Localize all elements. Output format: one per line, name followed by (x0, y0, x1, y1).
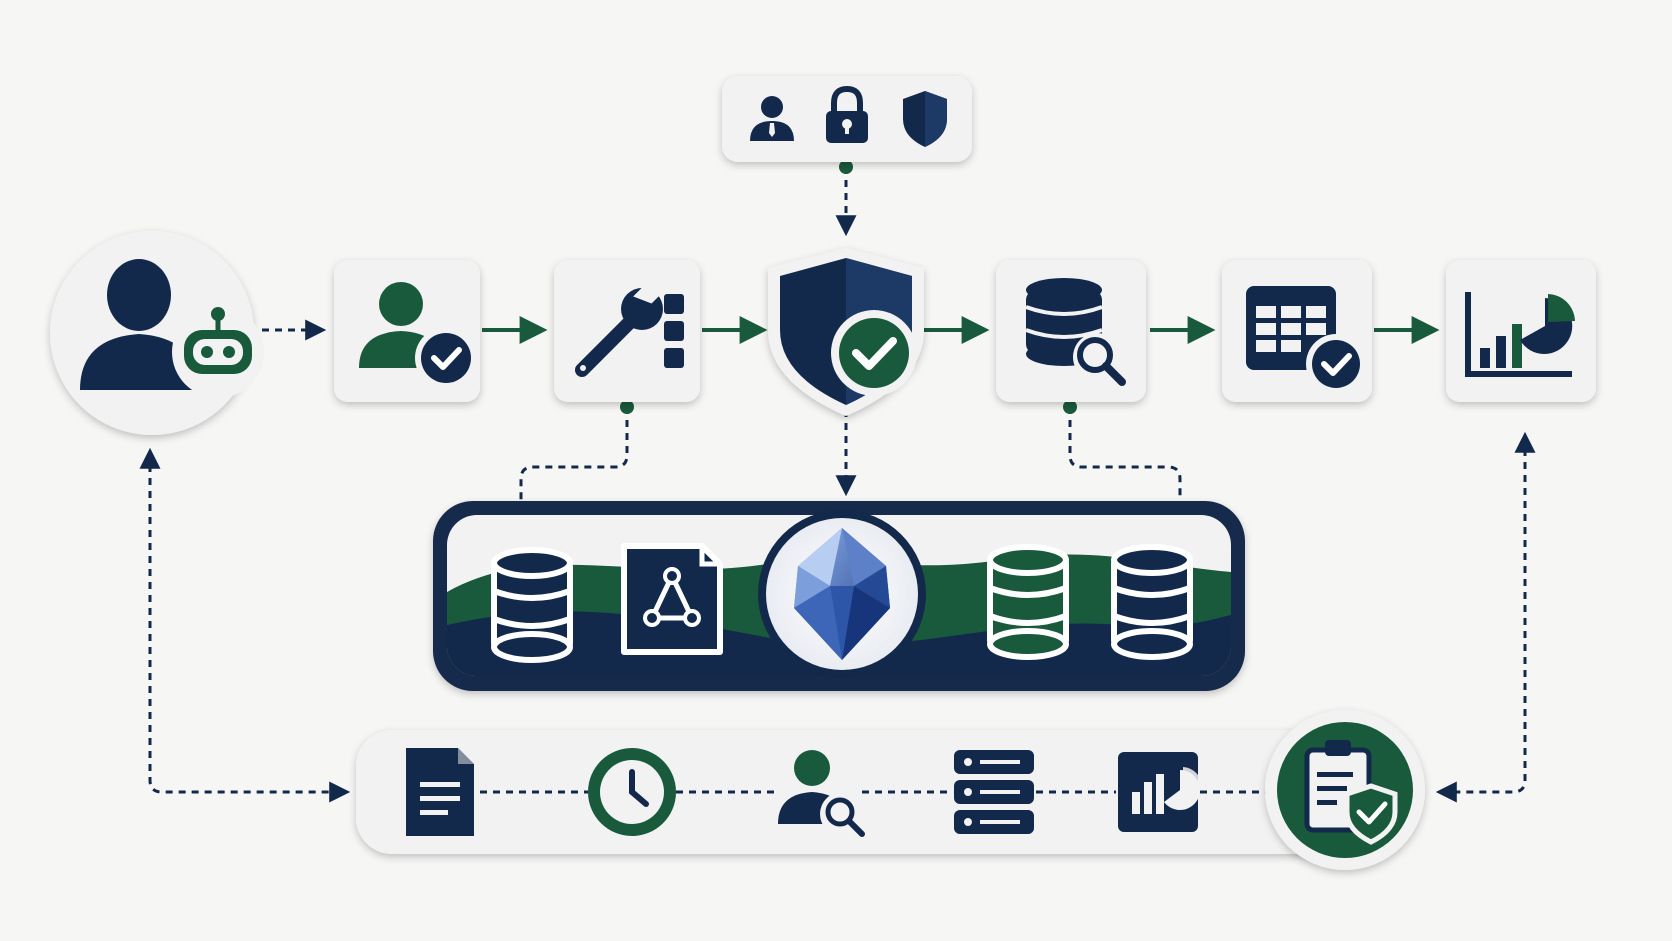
clipboard-shield-icon (1265, 710, 1425, 870)
clock-icon (588, 748, 676, 836)
data-layer (433, 501, 1245, 691)
database-search-icon (1025, 278, 1126, 386)
bar-pie-chart-icon (1465, 292, 1575, 377)
guardrail-node (768, 248, 924, 416)
security-policy-card (722, 76, 972, 162)
connector-dot (620, 400, 634, 414)
shield-check-icon (780, 258, 917, 405)
server-icon (954, 750, 1034, 834)
connector-actor-audit (139, 447, 351, 803)
user-icon (750, 96, 794, 141)
audit-trail (356, 710, 1425, 870)
data-query-node (996, 260, 1146, 402)
person-icon (80, 259, 198, 390)
actor-node (50, 231, 264, 435)
database-icon (1111, 544, 1193, 660)
list-icon (664, 294, 684, 368)
chart-icon (1118, 752, 1202, 832)
connector-analytics-audit (1435, 431, 1536, 803)
connector-query-datalayer (1068, 407, 1182, 510)
padlock-icon (826, 85, 868, 143)
robot-icon (172, 306, 264, 398)
wrench-icon (575, 280, 663, 377)
database-icon (491, 547, 573, 663)
table-check-icon (1246, 286, 1366, 394)
document-icon (406, 748, 474, 836)
identity-check-node (334, 260, 480, 402)
table-validation-node (1222, 260, 1372, 402)
connector-dot (1063, 400, 1077, 414)
shield-icon (903, 91, 947, 147)
graph-document-icon (621, 543, 723, 655)
connector-dot (839, 160, 853, 174)
user-search-icon (778, 750, 865, 837)
database-icon (987, 544, 1069, 660)
tools-node (554, 260, 700, 402)
crystal-gem-icon (758, 510, 926, 678)
user-check-icon (359, 282, 477, 389)
analytics-node (1446, 260, 1596, 402)
connector-tools-datalayer (519, 407, 629, 510)
